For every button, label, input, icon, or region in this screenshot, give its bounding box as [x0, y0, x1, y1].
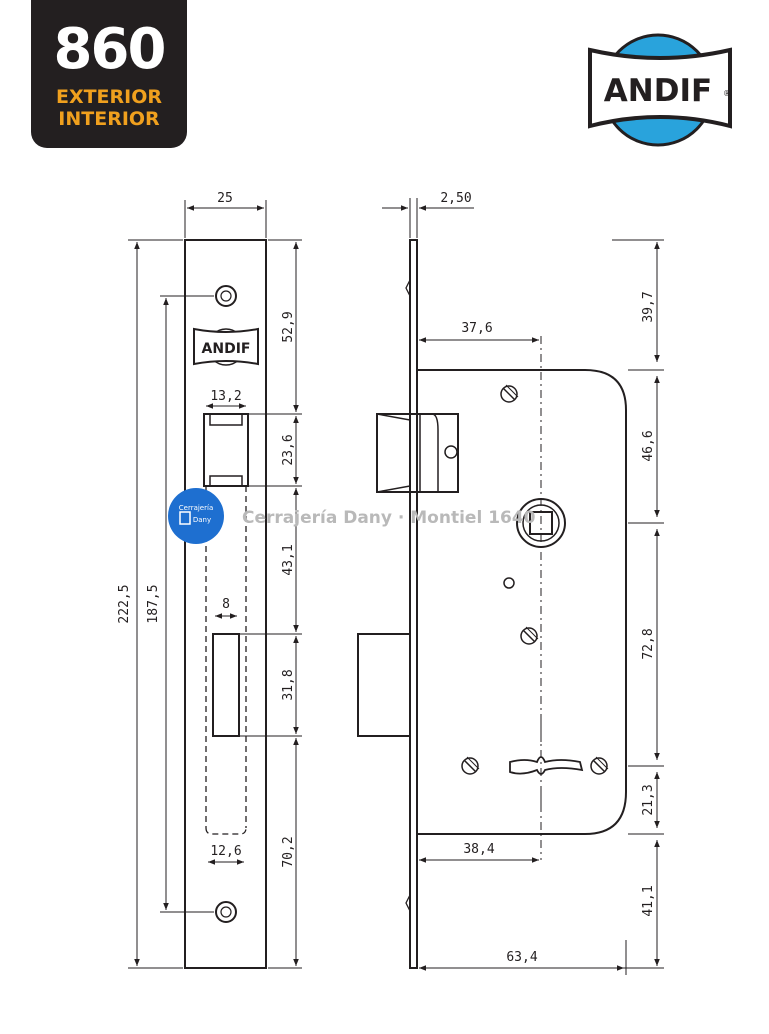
registered-mark: ®	[723, 89, 731, 98]
keyhole	[509, 756, 584, 775]
dim-spindle-to-key: 72,8	[641, 628, 656, 659]
dim-backset: 37,6	[461, 321, 492, 336]
dim-plate-thickness: 2,50	[440, 191, 471, 206]
model-line-2: INTERIOR	[58, 108, 160, 130]
side-dimensions: 2,50 37,6 38,4 63,4 39,7 46,6 72,8 21,3 …	[382, 191, 664, 975]
dim-slot-width: 12,6	[210, 844, 241, 859]
dim-bolt-width: 8	[222, 597, 230, 612]
dim-latch-width: 13,2	[210, 389, 241, 404]
lock-side-view	[357, 239, 627, 969]
dim-key-offset: 21,3	[641, 784, 656, 815]
brand-logo: ANDIF ®	[588, 33, 732, 147]
latch-bolt	[376, 413, 459, 493]
dim-case-depth: 63,4	[506, 950, 537, 965]
front-dimensions: 25 222,5 187,5 52,9 23,6 43,1 31,8 70,2 …	[117, 191, 302, 969]
watermark-logo-bottom: Dany	[193, 516, 211, 524]
dim-latch-to-bolt: 43,1	[281, 544, 296, 575]
dim-plate-width: 25	[217, 191, 233, 206]
dead-bolt	[357, 633, 411, 737]
watermark-logo-top: Cerrajería	[179, 504, 213, 512]
faceplate-front: ANDIF	[184, 239, 267, 969]
dim-total-height: 222,5	[117, 584, 132, 623]
case-screws	[461, 384, 609, 775]
model-line-1: EXTERIOR	[55, 86, 163, 108]
brand-name: ANDIF	[604, 73, 712, 109]
model-badge: 860 EXTERIOR INTERIOR	[31, 0, 187, 148]
faceplate-logo-text: ANDIF	[202, 341, 251, 357]
dim-top-to-latch: 52,9	[281, 311, 296, 342]
dim-bottom-offset: 41,1	[641, 885, 656, 916]
dim-screw-spacing: 187,5	[146, 584, 161, 623]
dim-backset-lower: 38,4	[463, 842, 494, 857]
model-number: 860	[53, 17, 167, 82]
faceplate-logo: ANDIF	[193, 327, 259, 366]
dim-bolt-height: 31,8	[281, 669, 296, 700]
watermark-text: Cerrajería Dany · Montiel 1640	[242, 508, 536, 528]
dim-latch-to-spindle: 46,6	[641, 430, 656, 461]
dim-top-offset: 39,7	[641, 291, 656, 322]
watermark: Cerrajería Dany Cerrajería Dany · Montie…	[168, 488, 536, 544]
dim-latch-height: 23,6	[281, 434, 296, 465]
dim-bolt-to-bottom: 70,2	[281, 836, 296, 867]
